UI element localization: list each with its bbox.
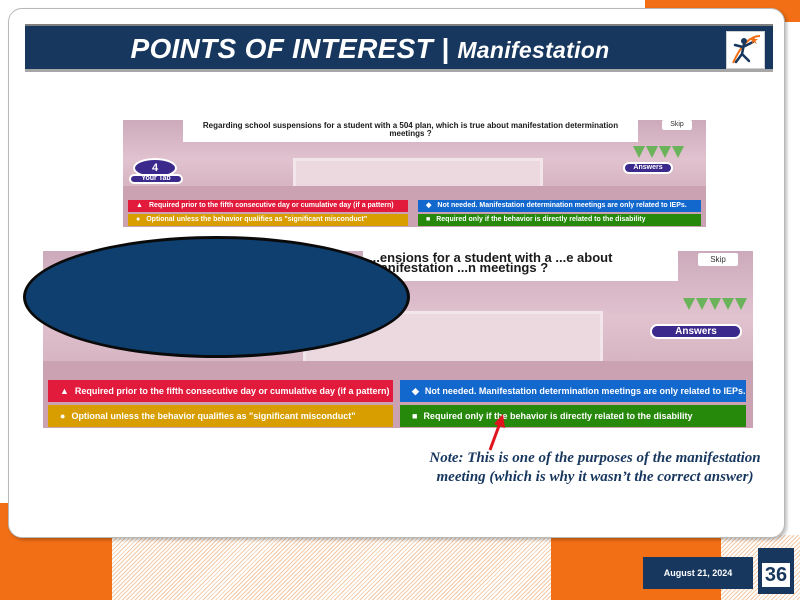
answer-option-red[interactable]: ▲ Required prior to the fifth consecutive… bbox=[128, 200, 408, 212]
answer-option-green[interactable]: ■ Required only if the behavior is direct… bbox=[418, 214, 701, 226]
answers-counter: Answers bbox=[623, 162, 673, 174]
answer-option-yellow[interactable]: ● Optional unless the behavior qualifies … bbox=[48, 405, 393, 427]
answer-option-green[interactable]: ■ Required only if the behavior is direct… bbox=[400, 405, 746, 427]
bunting-decor bbox=[683, 297, 748, 310]
answers-counter: Answers bbox=[650, 324, 742, 339]
note-text: Note: This is one of the purposes of the… bbox=[429, 450, 761, 485]
date-label: August 21, 2024 bbox=[643, 557, 753, 589]
answer-text: Required only if the behavior is directl… bbox=[436, 216, 646, 223]
diamond-icon: ◆ bbox=[412, 386, 419, 396]
triangle-icon: ▲ bbox=[60, 386, 69, 396]
quiz-screenshot-top: Regarding school suspensions for a stude… bbox=[123, 120, 706, 227]
answer-option-red[interactable]: ▲ Required prior to the fifth consecutive… bbox=[48, 380, 393, 402]
circle-icon: ● bbox=[136, 216, 141, 223]
skip-button[interactable]: Skip bbox=[662, 120, 692, 130]
your-tab-label: Your Tab bbox=[129, 174, 183, 184]
answer-text: Not needed. Manifestation determination … bbox=[437, 202, 687, 209]
title-sub: Manifestation bbox=[457, 37, 610, 63]
slide-title: POINTS OF INTEREST | Manifestation bbox=[25, 26, 715, 72]
red-arrow-icon bbox=[488, 414, 505, 451]
answer-text: Required prior to the fifth consecutive … bbox=[74, 386, 390, 396]
logo-icon bbox=[726, 31, 765, 69]
question-text: ...ensions for a student with a ...e abo… bbox=[363, 251, 678, 281]
question-text: Regarding school suspensions for a stude… bbox=[183, 120, 638, 142]
answer-text: Not needed. Manifestation determination … bbox=[424, 386, 746, 396]
redaction-oval bbox=[23, 236, 410, 358]
triangle-icon: ▲ bbox=[136, 202, 143, 209]
diamond-icon: ◆ bbox=[426, 202, 432, 209]
bunting-decor bbox=[633, 145, 685, 158]
skip-button[interactable]: Skip bbox=[698, 253, 738, 266]
answer-option-blue[interactable]: ◆ Not needed. Manifestation determination… bbox=[418, 200, 701, 212]
square-icon: ■ bbox=[412, 411, 418, 421]
answer-option-blue[interactable]: ◆ Not needed. Manifestation determination… bbox=[400, 380, 746, 402]
answer-text: Required only if the behavior is directl… bbox=[423, 411, 693, 421]
answer-text: Required prior to the fifth consecutive … bbox=[148, 202, 394, 209]
circle-icon: ● bbox=[60, 411, 66, 421]
title-main: POINTS OF INTEREST | bbox=[130, 33, 450, 64]
answer-text: Optional unless the behavior qualifies a… bbox=[146, 216, 368, 223]
title-bar: POINTS OF INTEREST | Manifestation bbox=[25, 24, 773, 72]
answer-text: Optional unless the behavior qualifies a… bbox=[71, 411, 356, 421]
page-number: 36 bbox=[762, 563, 790, 587]
answer-option-yellow[interactable]: ● Optional unless the behavior qualifies … bbox=[128, 214, 408, 226]
square-icon: ■ bbox=[426, 216, 431, 223]
